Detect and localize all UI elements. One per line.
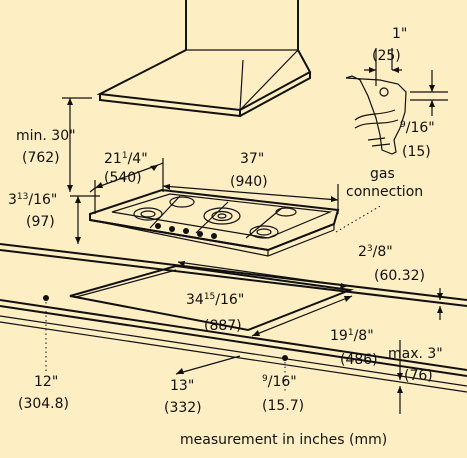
gas-connection-label-2: connection: [346, 184, 423, 200]
front-offset-label: 9/16": [262, 374, 297, 390]
front-offset-mm: (15.7): [262, 398, 304, 414]
gas-offset-label: 1": [392, 26, 407, 42]
gas-connection-label-1: gas: [370, 166, 395, 182]
cooktop-height-label: 313/16": [8, 192, 57, 208]
footer-note: measurement in inches (mm): [180, 432, 387, 448]
range-hood: [96, 0, 312, 118]
left-clearance-label: 12": [34, 374, 58, 390]
cutout-depth-label: 191/8": [330, 328, 374, 344]
width-mm: (940): [230, 174, 268, 190]
cutout-width-label: 3415/16": [186, 292, 244, 308]
width-label: 37": [240, 151, 264, 167]
gas-offset-mm: (25): [372, 48, 401, 64]
gas-connection-detail: [345, 48, 448, 155]
cutout-width-mm: (887): [204, 318, 242, 334]
depth-mm: (540): [104, 170, 142, 186]
countertop: [0, 243, 467, 393]
gas-vertical-label: 9/16": [400, 120, 435, 136]
cutout-depth-mm: (486): [340, 352, 378, 368]
cooktop-height-mm: (97): [26, 214, 55, 230]
left-clearance-mm: (304.8): [18, 396, 69, 412]
depth-label: 211/4": [104, 151, 148, 167]
max-depth-mm: (76): [404, 368, 433, 384]
gas-vertical-mm: (15): [402, 144, 431, 160]
dimension-lines: [43, 97, 443, 414]
dimension-labels: min. 30" (762) 211/4" (540) 37" (940) 31…: [8, 26, 443, 448]
cooktop: [89, 188, 340, 257]
back-clearance-mm: (332): [164, 400, 202, 416]
min-height-mm: (762): [22, 150, 60, 166]
max-depth-label: max. 3": [388, 346, 443, 362]
back-clearance-label: 13": [170, 378, 194, 394]
min-height-label: min. 30": [16, 128, 76, 144]
counter-thickness-label: 23/8": [358, 244, 393, 260]
counter-thickness-mm: (60.32): [374, 268, 425, 284]
